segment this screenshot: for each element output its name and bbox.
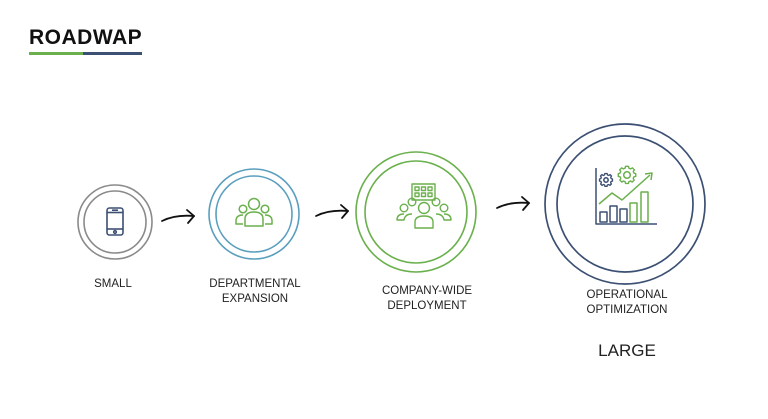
growth-chart-gears-icon [595,165,657,225]
scale-end-label: LARGE [598,341,656,360]
stage-label-line: SMALL [94,278,132,290]
underline-green-segment [29,52,83,55]
arrow-icon [496,196,530,211]
page-title: ROADWAP [29,26,143,49]
arrow-icon [161,209,195,224]
team-icon [235,197,273,227]
stage-label-small: SMALL [94,277,132,292]
stage-label-operational: OPERATIONAL OPTIMIZATION [587,288,668,318]
stage-label-departmental: DEPARTMENTAL EXPANSION [209,277,300,307]
stage-label-line: DEPARTMENTAL [209,278,301,290]
smartphone-icon [106,207,124,236]
stage-label-line: COMPANY-WIDE [381,285,473,297]
stage-operational-node [544,123,706,285]
stage-small-node [77,184,153,260]
stage-departmental-node [208,168,300,260]
stage-label-line: OPTIMIZATION [586,304,668,316]
arrow-icon [315,204,349,219]
stage-company-wide-node [355,151,477,273]
company-team-icon [396,183,452,229]
stage-label-line: OPERATIONAL [586,289,668,301]
stage-label-company-wide: COMPANY-WIDE DEPLOYMENT [382,284,472,314]
stage-label-line: DEPLOYMENT [387,300,467,312]
underline-navy-segment [83,52,142,55]
title-underline [29,52,142,55]
stage-label-line: EXPANSION [221,293,289,305]
